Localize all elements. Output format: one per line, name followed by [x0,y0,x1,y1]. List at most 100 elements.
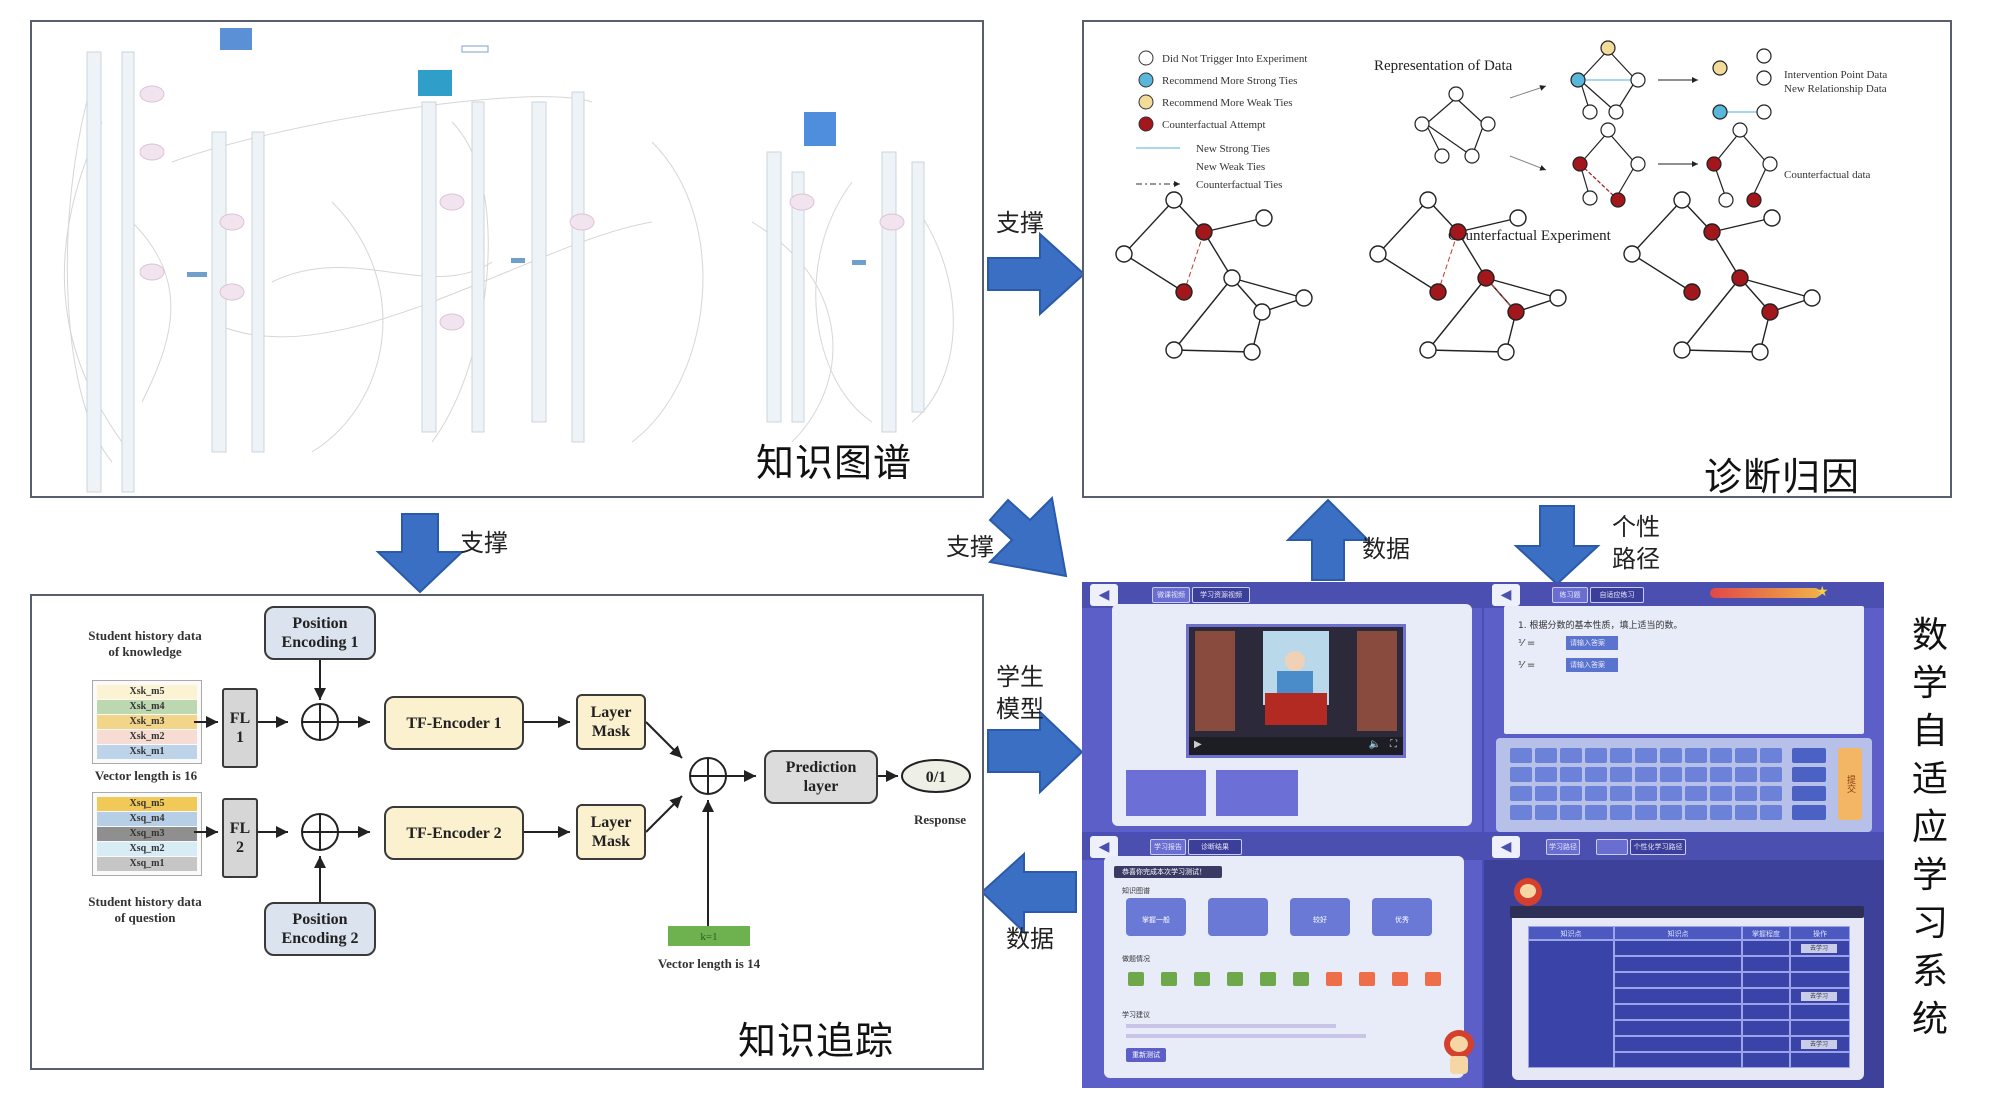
keyboard-key[interactable] [1685,786,1707,801]
keyboard-key[interactable] [1760,805,1782,820]
system-title-char: 系 [1911,951,1948,992]
report-screen: ◀ 学习报告 诊断结果 恭喜你完成本次学习测试！ 知识图谱 掌握一般较好优秀 做… [1082,834,1482,1088]
keyboard-key[interactable] [1610,748,1632,763]
answer-correct[interactable] [1293,972,1309,986]
keyboard-key[interactable] [1535,748,1557,763]
keyboard-key[interactable] [1735,748,1757,763]
retest-button[interactable]: 重新测试 [1126,1048,1166,1062]
keyboard-key[interactable] [1510,786,1532,801]
keyboard-key[interactable] [1660,786,1682,801]
answer-wrong[interactable] [1326,972,1342,986]
answer-input-2[interactable]: 请输入答案 [1566,658,1618,672]
answer-correct[interactable] [1161,972,1177,986]
keyboard-key[interactable] [1585,767,1607,782]
keyboard-key[interactable] [1560,767,1582,782]
answer-wrong[interactable] [1359,972,1375,986]
knowledge-card[interactable] [1208,898,1268,936]
tab-personalized-path[interactable]: 个性化学习路径 [1630,839,1686,855]
back-button[interactable]: ◀ [1090,584,1118,606]
knowledge-card[interactable]: 较好 [1290,898,1350,936]
video-player[interactable]: ▶ 🔈 ⛶ [1186,624,1406,758]
go-learn-button[interactable]: 去学习 [1801,992,1837,1001]
keyboard-function-key[interactable] [1792,767,1826,782]
keyboard-key[interactable] [1635,786,1657,801]
tab-video-resources[interactable]: 学习资源视频 [1192,587,1250,603]
svg-text:k=1: k=1 [700,931,717,943]
knowledge-card[interactable]: 优秀 [1372,898,1432,936]
keyboard-key[interactable] [1660,767,1682,782]
legend-label: Counterfactual Attempt [1162,119,1266,131]
graph-node [1449,223,1467,241]
table-cell [1742,1052,1790,1068]
diagnosis-figure: Did Not Trigger Into ExperimentRecommend… [1115,40,1887,361]
keyboard-key[interactable] [1660,805,1682,820]
keyboard-key[interactable] [1685,767,1707,782]
keyboard-key[interactable] [1560,786,1582,801]
keyboard-key[interactable] [1585,805,1607,820]
keyboard-key[interactable] [1585,748,1607,763]
vector-length-16: Vector length is 16 [94,768,198,783]
tab-exercise[interactable]: 练习题 [1552,587,1588,603]
back-button[interactable]: ◀ [1492,836,1520,858]
keyboard-key[interactable] [1510,805,1532,820]
submit-button[interactable]: 提交 [1838,748,1862,820]
video-thumb-2[interactable] [1216,770,1298,816]
video-thumb-1[interactable] [1126,770,1206,816]
keyboard-key[interactable] [1735,767,1757,782]
keyboard-key[interactable] [1585,786,1607,801]
keyboard-key[interactable] [1635,767,1657,782]
keyboard-key[interactable] [1635,748,1657,763]
tab-video[interactable]: 微课视频 [1152,587,1190,603]
keyboard-key[interactable] [1760,767,1782,782]
keyboard-key[interactable] [1510,748,1532,763]
keyboard-key[interactable] [1710,767,1732,782]
go-learn-button[interactable]: 去学习 [1801,944,1837,953]
keyboard-key[interactable] [1710,786,1732,801]
keyboard-key[interactable] [1685,748,1707,763]
answer-wrong[interactable] [1425,972,1441,986]
keyboard-key[interactable] [1735,786,1757,801]
answer-correct[interactable] [1227,972,1243,986]
graph-node [1751,343,1769,361]
tab-report[interactable]: 学习报告 [1150,839,1186,855]
back-button[interactable]: ◀ [1090,836,1118,858]
answer-input-1[interactable]: 请输入答案 [1566,636,1618,650]
keyboard-key[interactable] [1535,767,1557,782]
keyboard-key[interactable] [1685,805,1707,820]
keyboard-key[interactable] [1660,748,1682,763]
keyboard-function-key[interactable] [1792,805,1826,820]
keyboard-key[interactable] [1560,748,1582,763]
graph-node [1703,223,1721,241]
keyboard-key[interactable] [1710,748,1732,763]
graph-node [1761,303,1779,321]
answer-correct[interactable] [1128,972,1144,986]
tab-diagnosis-result[interactable]: 诊断结果 [1188,839,1242,855]
graph-edge [1173,277,1233,351]
keyboard-function-key[interactable] [1792,786,1826,801]
keyboard-key[interactable] [1610,805,1632,820]
keyboard-key[interactable] [1710,805,1732,820]
answer-wrong[interactable] [1392,972,1408,986]
representation-title: Representation of Data [1374,58,1513,74]
knowledge-card[interactable]: 掌握一般 [1126,898,1186,936]
tab-adaptive-exercise[interactable]: 自适应练习 [1590,587,1644,603]
keyboard-key[interactable] [1510,767,1532,782]
keyboard-key[interactable] [1535,805,1557,820]
keyboard-key[interactable] [1760,748,1782,763]
keyboard-function-key[interactable] [1792,748,1826,763]
keyboard-key[interactable] [1560,805,1582,820]
keyboard-key[interactable] [1760,786,1782,801]
legend-marker [1138,72,1154,88]
keyboard-key[interactable] [1610,786,1632,801]
tab-learning-path[interactable]: 学习路径 [1546,839,1580,855]
answer-correct[interactable] [1194,972,1210,986]
keyboard-key[interactable] [1535,786,1557,801]
graph-edge [1631,253,1693,293]
go-learn-button[interactable]: 去学习 [1801,1040,1837,1049]
keyboard-key[interactable] [1610,767,1632,782]
keyboard-key[interactable] [1735,805,1757,820]
answer-correct[interactable] [1260,972,1276,986]
back-button[interactable]: ◀ [1492,584,1520,606]
keyboard-key[interactable] [1635,805,1657,820]
counterfactual-graph-1 [1115,191,1313,361]
